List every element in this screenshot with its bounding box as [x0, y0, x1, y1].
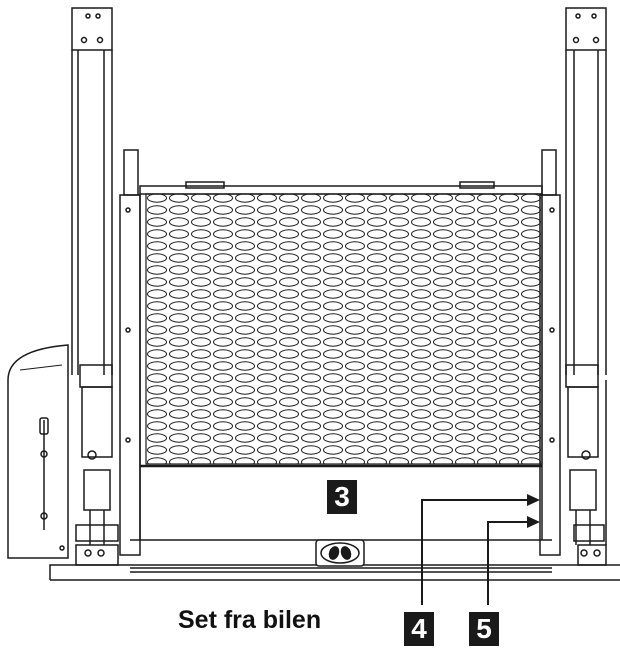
floor-sill	[49, 564, 620, 581]
perforated-plate	[145, 193, 543, 465]
callout-4-arrow	[421, 499, 527, 605]
control-box	[7, 344, 69, 559]
caption: Set fra bilen	[178, 606, 322, 634]
footprints-logo-icon	[315, 539, 365, 567]
callout-4: 4	[404, 612, 434, 646]
callout-3: 3	[327, 480, 357, 514]
left-mast	[71, 7, 119, 566]
callout-5-arrowhead	[527, 516, 540, 528]
callout-5-arrow	[487, 521, 527, 605]
right-mast	[565, 7, 607, 566]
callout-4-arrowhead	[527, 494, 540, 506]
callout-5: 5	[469, 612, 499, 646]
